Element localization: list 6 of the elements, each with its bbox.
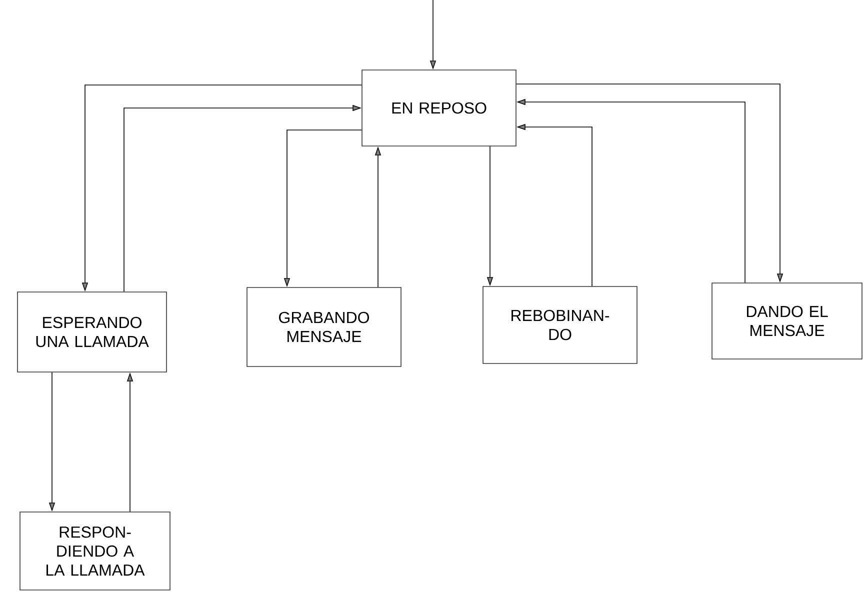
state-box: RESPON- DIENDO A LA LLAMADA — [20, 512, 170, 590]
state-box: ESPERANDO UNA LLAMADA — [17, 292, 167, 372]
state-box: EN REPOSO — [362, 70, 516, 146]
state-box: GRABANDO MENSAJE — [246, 287, 402, 367]
state-box: REBOBINAN- DO — [482, 286, 638, 364]
state-box: DANDO EL MENSAJE — [712, 282, 862, 360]
